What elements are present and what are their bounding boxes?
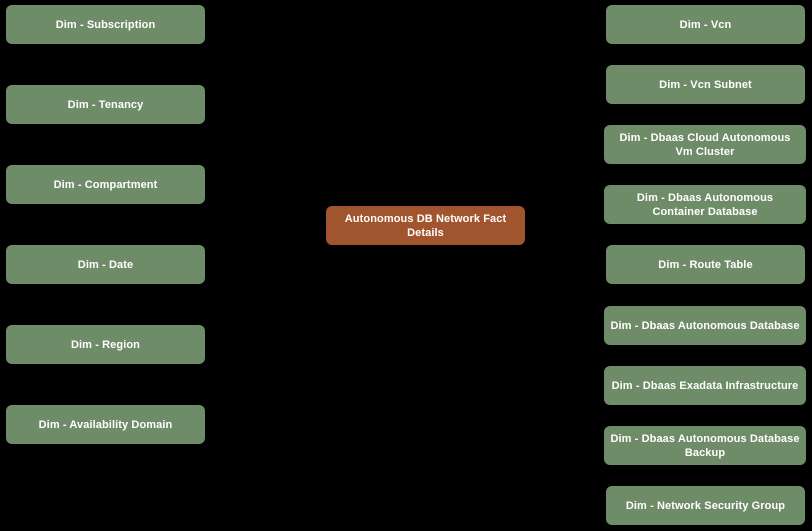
dimension-node-right-0[interactable]: Dim - Vcn <box>606 5 805 44</box>
node-label: Dim - Dbaas Autonomous Database Backup <box>610 432 800 459</box>
node-label: Dim - Vcn Subnet <box>659 78 752 91</box>
dimension-node-left-4[interactable]: Dim - Region <box>6 325 205 364</box>
node-label: Dim - Region <box>70 338 141 351</box>
node-label: Dim - Dbaas Cloud Autonomous Vm Cluster <box>619 131 791 158</box>
dimension-node-right-3[interactable]: Dim - Dbaas Autonomous Container Databas… <box>604 185 806 224</box>
fact-table-node[interactable]: Autonomous DB Network Fact Details <box>326 206 525 245</box>
dimension-node-left-1[interactable]: Dim - Tenancy <box>6 85 205 124</box>
dimension-node-right-1[interactable]: Dim - Vcn Subnet <box>606 65 805 104</box>
dimension-node-left-2[interactable]: Dim - Compartment <box>6 165 205 204</box>
dimension-node-right-6[interactable]: Dim - Dbaas Exadata Infrastructure <box>604 366 806 405</box>
node-label: Dim - Subscription <box>55 18 156 31</box>
dimension-node-left-0[interactable]: Dim - Subscription <box>6 5 205 44</box>
node-label: Dim - Dbaas Autonomous Database <box>610 319 800 332</box>
node-label: Dim - Date <box>77 258 134 271</box>
dimension-node-right-7[interactable]: Dim - Dbaas Autonomous Database Backup <box>604 426 806 465</box>
dimension-node-left-5[interactable]: Dim - Availability Domain <box>6 405 205 444</box>
node-label: Autonomous DB Network Fact Details <box>344 212 507 239</box>
node-label: Dim - Network Security Group <box>625 499 786 512</box>
node-label: Dim - Compartment <box>53 178 158 191</box>
node-label: Dim - Dbaas Autonomous Container Databas… <box>636 191 774 218</box>
node-label: Dim - Vcn <box>679 18 732 31</box>
node-label: Dim - Route Table <box>658 258 753 271</box>
node-label: Dim - Tenancy <box>67 98 144 111</box>
dimension-node-right-8[interactable]: Dim - Network Security Group <box>606 486 805 525</box>
dimension-node-left-3[interactable]: Dim - Date <box>6 245 205 284</box>
node-label: Dim - Availability Domain <box>38 418 173 431</box>
node-label: Dim - Dbaas Exadata Infrastructure <box>611 379 799 392</box>
dimension-node-right-5[interactable]: Dim - Dbaas Autonomous Database <box>604 306 806 345</box>
dimension-node-right-4[interactable]: Dim - Route Table <box>606 245 805 284</box>
dimension-node-right-2[interactable]: Dim - Dbaas Cloud Autonomous Vm Cluster <box>604 125 806 164</box>
